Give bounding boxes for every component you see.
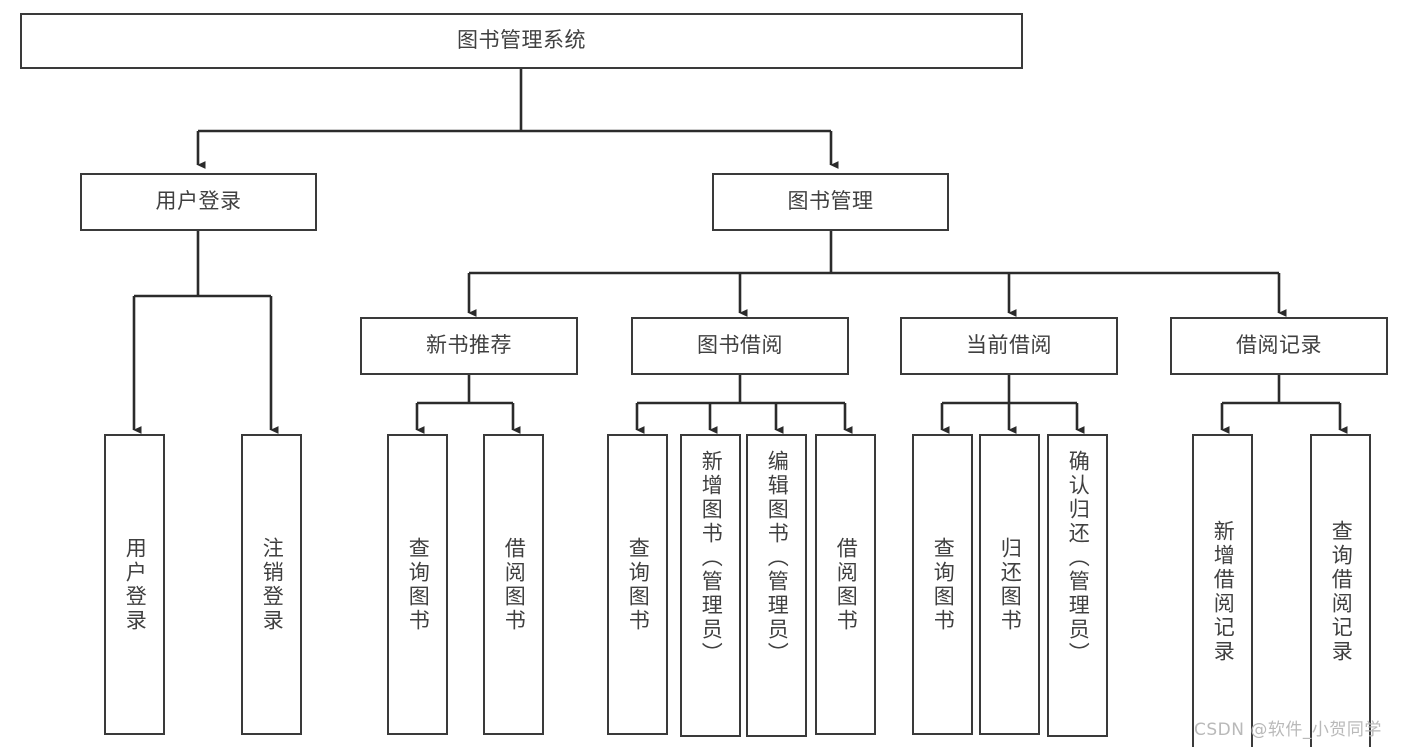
node-label: 查询图书 [406, 536, 431, 633]
node-new-book-recommend[interactable]: 新书推荐 [360, 317, 578, 375]
node-book-management[interactable]: 图书管理 [712, 173, 949, 231]
leaf-new-book-borrow-books[interactable]: 借阅图书 [483, 434, 544, 735]
leaf-book-borrow-query-books[interactable]: 查询图书 [607, 434, 668, 735]
node-label: 新书推荐 [426, 333, 512, 358]
node-label: 编辑图书（管理员） [765, 450, 790, 666]
node-book-management-system[interactable]: 图书管理系统 [20, 13, 1023, 69]
leaf-borrow-record-query-record[interactable]: 查询借阅记录 [1310, 434, 1371, 747]
node-label: 用户登录 [155, 189, 242, 214]
leaf-user-login-logout[interactable]: 注销登录 [241, 434, 302, 735]
node-label: 用户登录 [123, 536, 148, 633]
node-label: 图书管理 [787, 189, 874, 214]
node-current-borrow[interactable]: 当前借阅 [900, 317, 1118, 375]
leaf-new-book-query-books[interactable]: 查询图书 [387, 434, 448, 735]
leaf-current-borrow-query-books[interactable]: 查询图书 [912, 434, 973, 735]
node-label: 新增借阅记录 [1211, 520, 1236, 664]
node-user-login[interactable]: 用户登录 [80, 173, 317, 231]
node-label: 借阅图书 [502, 536, 527, 633]
leaf-borrow-record-add-record[interactable]: 新增借阅记录 [1192, 434, 1253, 747]
node-label: 归还图书 [998, 536, 1023, 633]
node-label: 图书借阅 [697, 333, 783, 358]
node-label: 借阅图书 [834, 536, 859, 633]
node-label: 图书管理系统 [457, 28, 586, 53]
node-label: 确认归还（管理员） [1066, 450, 1091, 666]
node-label: 注销登录 [260, 536, 285, 633]
node-label: 查询图书 [931, 536, 956, 633]
leaf-current-borrow-return-books[interactable]: 归还图书 [979, 434, 1040, 735]
leaf-user-login-login[interactable]: 用户登录 [104, 434, 165, 735]
node-label: 当前借阅 [966, 333, 1052, 358]
csdn-watermark: CSDN @软件_小贺同学 [1194, 720, 1382, 740]
leaf-book-borrow-edit-book-admin[interactable]: 编辑图书（管理员） [746, 434, 807, 737]
node-label: 查询借阅记录 [1329, 520, 1354, 664]
leaf-book-borrow-borrow-books[interactable]: 借阅图书 [815, 434, 876, 735]
leaf-book-borrow-add-book-admin[interactable]: 新增图书（管理员） [680, 434, 741, 737]
node-book-borrow[interactable]: 图书借阅 [631, 317, 849, 375]
node-label: 查询图书 [626, 536, 651, 633]
leaf-current-borrow-confirm-return-admin[interactable]: 确认归还（管理员） [1047, 434, 1108, 737]
node-label: 借阅记录 [1236, 333, 1322, 358]
node-borrow-record[interactable]: 借阅记录 [1170, 317, 1388, 375]
node-label: 新增图书（管理员） [699, 450, 724, 666]
